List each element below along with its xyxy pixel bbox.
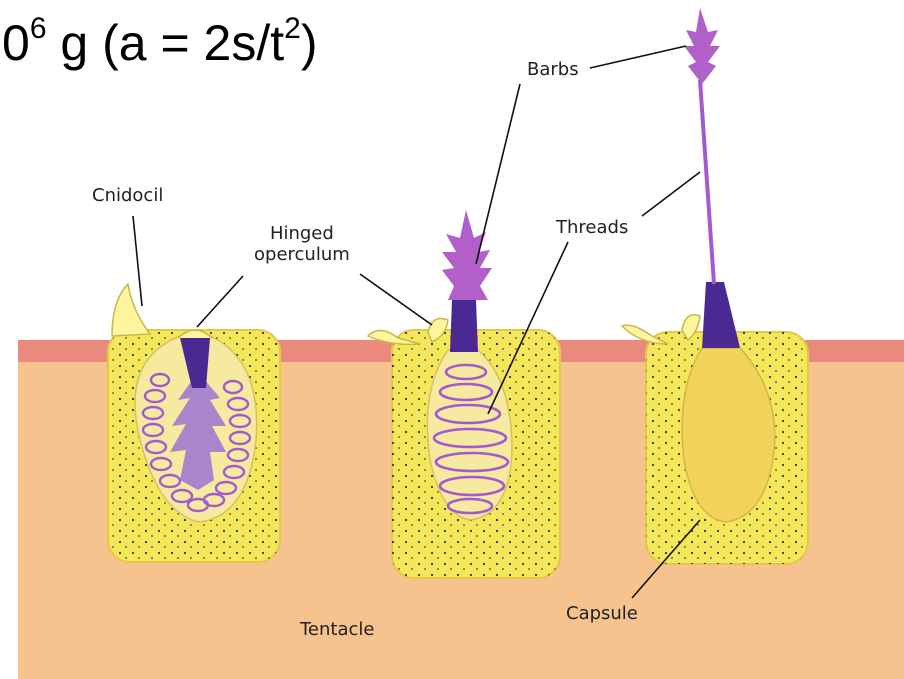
operculum-ejected bbox=[702, 282, 740, 348]
leader-threads-2 bbox=[642, 172, 700, 216]
cnidocyte-discharged bbox=[622, 8, 808, 564]
label-hinged-operculum: Hinged operculum bbox=[254, 224, 350, 265]
heading-prefix: 0 bbox=[2, 15, 30, 71]
heading-middle: g (a = 2s/t bbox=[47, 15, 285, 71]
cnidocil-hair bbox=[112, 284, 150, 336]
heading-exponent-1: 6 bbox=[30, 12, 47, 45]
leader-barbs-1 bbox=[476, 84, 520, 264]
leader-cnidocil bbox=[133, 216, 142, 306]
barbs-discharged bbox=[684, 8, 720, 84]
heading-suffix: ) bbox=[301, 15, 318, 71]
operculum-open bbox=[450, 300, 478, 352]
barbs-emerging bbox=[442, 210, 492, 300]
label-cnidocil: Cnidocil bbox=[92, 186, 163, 207]
leader-operculum-1 bbox=[197, 276, 243, 327]
label-operculum-line1: Hinged bbox=[254, 224, 350, 245]
label-capsule: Capsule bbox=[566, 604, 638, 625]
label-threads: Threads bbox=[556, 218, 628, 239]
leader-operculum-2 bbox=[360, 274, 432, 325]
label-barbs: Barbs bbox=[527, 60, 579, 81]
formula-heading: 06 g (a = 2s/t2) bbox=[2, 14, 317, 68]
cnidocyte-undischarged bbox=[108, 284, 280, 562]
heading-exponent-2: 2 bbox=[284, 12, 301, 45]
label-operculum-line2: operculum bbox=[254, 245, 350, 266]
leader-barbs-2 bbox=[590, 46, 686, 68]
cnidocyte-discharging bbox=[368, 210, 560, 578]
label-tentacle: Tentacle bbox=[300, 620, 374, 641]
discharged-thread bbox=[700, 80, 714, 284]
